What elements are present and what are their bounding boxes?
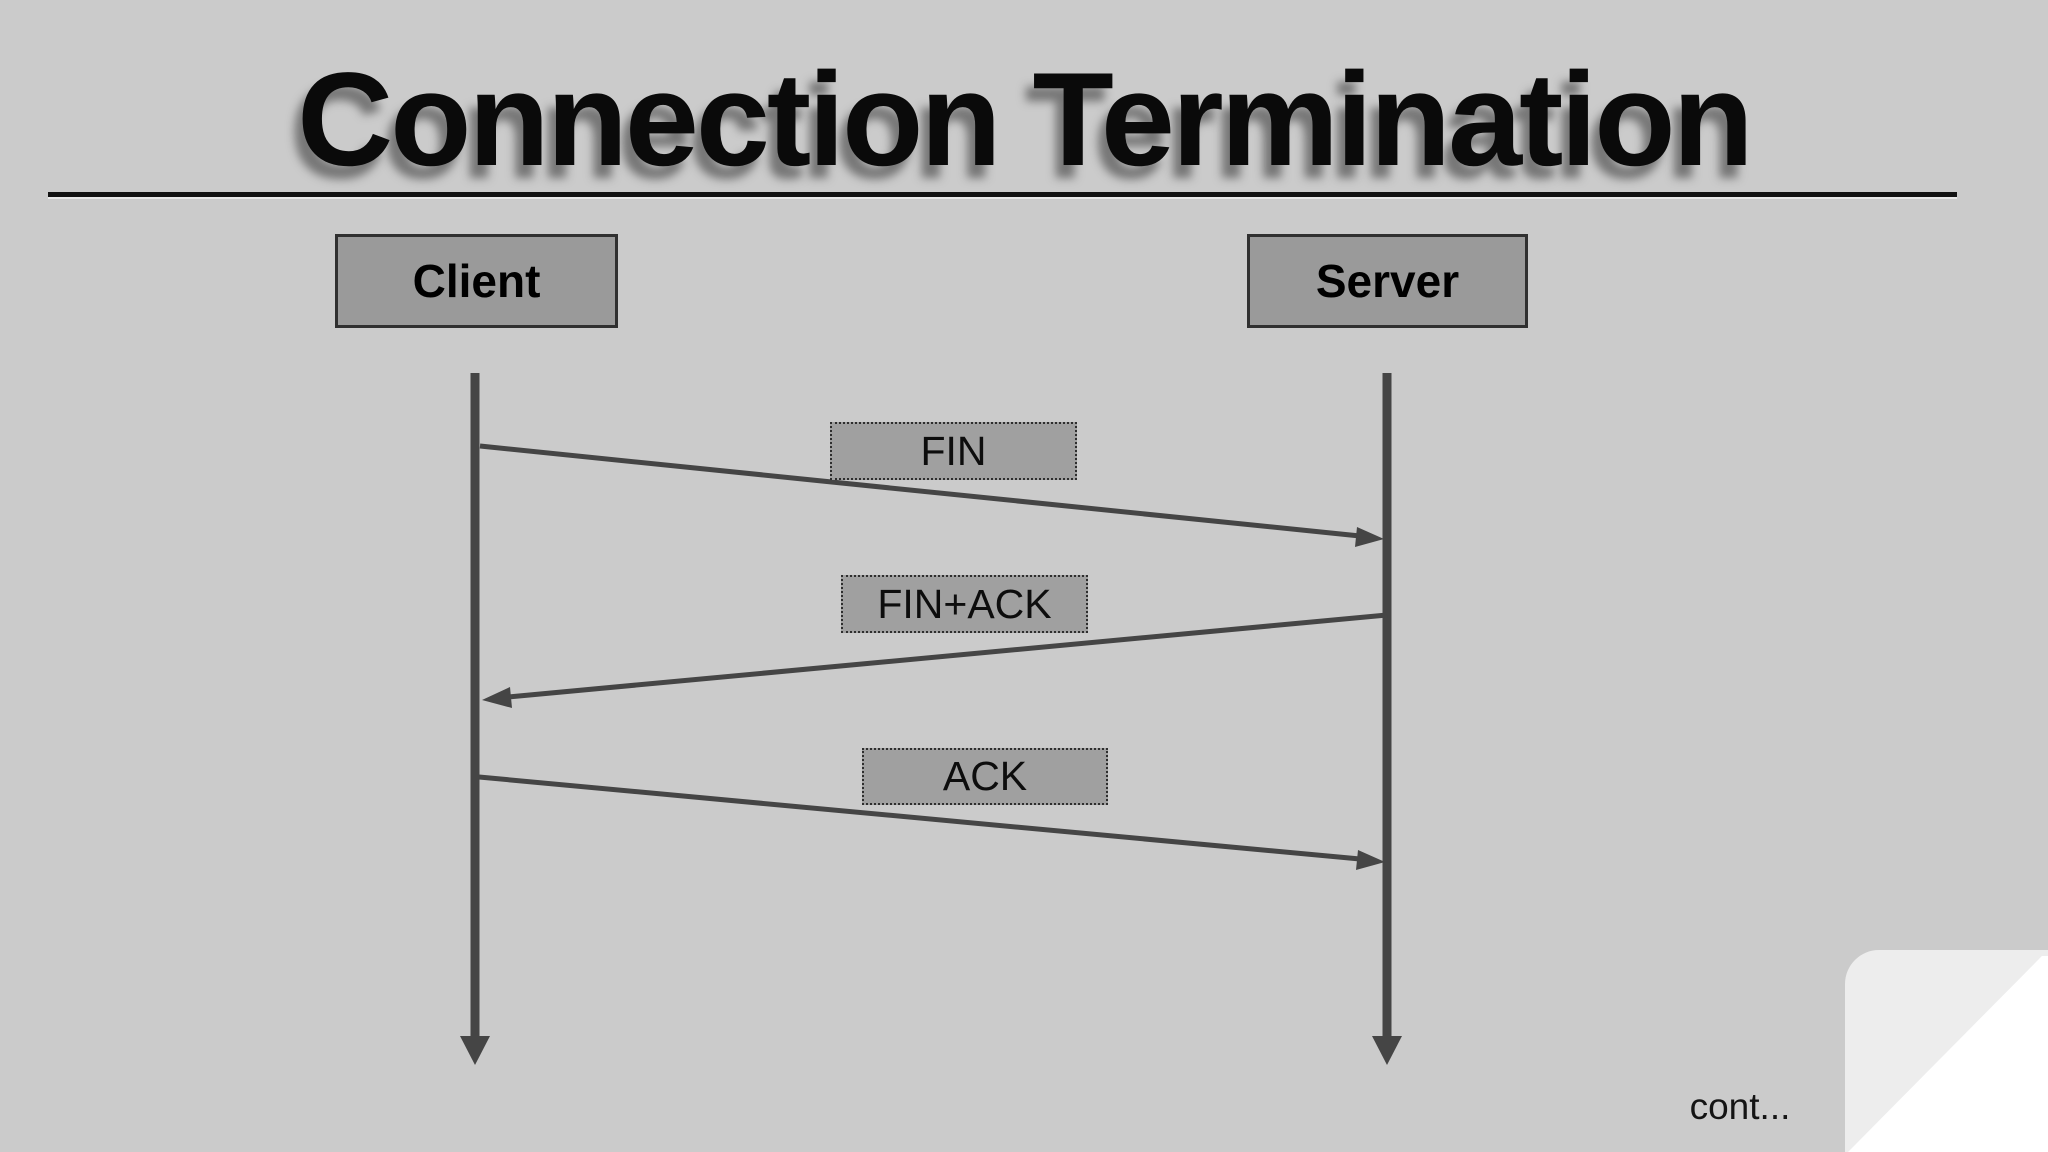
message-label-fin-ack: FIN+ACK [841,575,1088,633]
slide-title: Connection Termination [297,46,1754,194]
message-label-fin: FIN [830,422,1077,480]
actor-label-server: Server [1315,255,1460,307]
title-underline [48,192,1957,199]
server-lifeline-arrowhead-icon [1372,1036,1402,1065]
actor-box-server: Server [1247,234,1528,328]
actor-label-client: Client [412,255,541,307]
message-label-fin-text: FIN [920,427,987,474]
continuation-note: cont... [1689,1086,1791,1127]
fin-arrow-line [479,443,1361,539]
ack-arrowhead-icon [1356,850,1385,870]
message-label-ack: ACK [862,748,1108,805]
actor-box-client: Client [335,234,618,328]
ack-arrow-line [478,774,1361,862]
fin-arrowhead-icon [1355,527,1384,547]
message-label-fin-ack-text: FIN+ACK [877,580,1052,627]
fin-ack-arrow-line [507,612,1388,700]
client-lifeline-arrowhead-icon [460,1036,490,1065]
message-label-ack-text: ACK [942,753,1028,799]
fin-ack-arrowhead-icon [482,687,512,708]
